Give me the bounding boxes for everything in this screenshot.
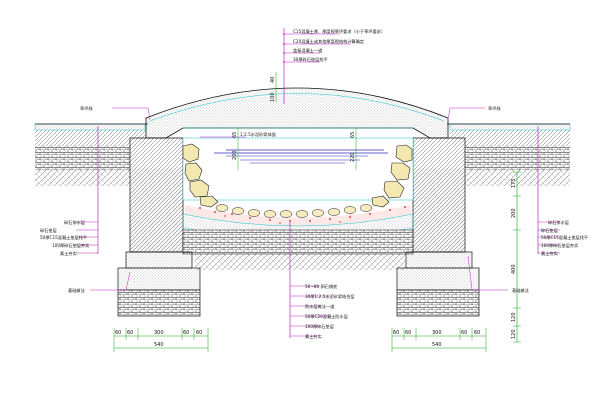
- dim-right-seg-4: 60: [461, 330, 467, 336]
- top-callout-4: 30厚碎石垫层找平: [293, 56, 328, 63]
- water-label-group: 1:2.5水泥砂浆抹面: [200, 131, 276, 138]
- dim-right-120a: 120: [511, 312, 517, 322]
- top-dims: 40 100: [270, 72, 277, 102]
- right-callout-1: 碎石排水层: [548, 219, 569, 226]
- bottom-callout-1: 50~80 卵石铺底: [305, 283, 337, 290]
- edge-left-label: 草坪线: [80, 105, 93, 112]
- channel: [182, 137, 414, 201]
- bottom-dims-right: 60 60 300 60 60 540: [391, 328, 487, 352]
- water-label: 1:2.5水泥砂浆抹面: [240, 131, 276, 138]
- bottom-callout-2: 30厚1:2.5水泥砂浆结合层: [305, 293, 355, 300]
- bottom-callout-3: 防水层做法一道: [305, 303, 335, 310]
- top-callout-2: C20混凝土或其他厚度视结构计算确定: [293, 38, 364, 45]
- dim-left-seg-5: 60: [196, 330, 202, 336]
- dim-right-65: 65: [350, 132, 356, 138]
- top-callout-1: C15混凝土厚、厚度视草坪要求（小于草坪要求）: [293, 28, 385, 35]
- dim-top-40: 40: [270, 77, 276, 83]
- dim-right-120b: 120: [511, 329, 517, 339]
- right-vertical-dims: 175 200 400 120 120: [511, 171, 521, 343]
- footing-right-label: 基础做法: [512, 287, 529, 294]
- channel-base: [182, 213, 414, 270]
- left-callout-3: 50厚C15混凝土垫层找平: [40, 234, 87, 241]
- left-callout-4: 100厚碎石垫层夯实: [52, 242, 89, 249]
- bottom-dims-left: 60 60 300 60 60 540: [113, 328, 209, 352]
- bottom-callouts: 50~80 卵石铺底 30厚1:2.5水泥砂浆结合层 防水层做法一道 50厚C2…: [289, 222, 355, 340]
- dim-left-65: 65: [232, 132, 238, 138]
- dim-right-seg-2: 60: [405, 330, 411, 336]
- right-callout-5: 素土夯实: [541, 250, 558, 257]
- left-callout-1: 碎石排水层: [64, 219, 85, 226]
- dim-right-seg-5: 60: [474, 330, 480, 336]
- dim-left-seg-3: 300: [154, 330, 164, 336]
- bottom-callout-6: 素土夯实: [305, 333, 322, 340]
- right-inner-dims: 65 220: [350, 128, 357, 170]
- dim-left-200: 200: [232, 150, 238, 160]
- footing-labels: 基础做法 基础做法: [68, 255, 529, 294]
- arch-slab: [145, 87, 449, 139]
- left-callouts: 碎石排水层 碎石垫层 50厚C15混凝土垫层找平 100厚碎石垫层夯实 素土夯实: [40, 126, 99, 257]
- dim-right-220: 220: [350, 152, 356, 162]
- dim-right-175: 175: [511, 178, 517, 188]
- edge-right-label: 草坪线: [488, 105, 501, 112]
- footing-left-label: 基础做法: [68, 287, 85, 294]
- ground-left: [34, 123, 148, 186]
- dim-right-seg-3: 300: [432, 330, 442, 336]
- ground-right: [447, 123, 571, 186]
- dim-left-seg-1: 60: [115, 330, 121, 336]
- right-callout-3: 50厚C15混凝土垫层找平: [541, 234, 588, 241]
- boulders-right: [371, 144, 413, 208]
- dim-right-seg-1: 60: [393, 330, 399, 336]
- right-callout-4: 100厚碎石垫层夯实: [541, 242, 578, 249]
- footing-right: [396, 251, 480, 317]
- left-callout-5: 素土夯实: [60, 250, 77, 257]
- dim-left-seg-4: 60: [183, 330, 189, 336]
- dim-left-total: 540: [154, 342, 164, 348]
- dim-right-200: 200: [511, 208, 517, 218]
- wall-right: [412, 137, 466, 253]
- left-callout-2: 碎石垫层: [40, 227, 57, 234]
- dim-left-seg-2: 60: [127, 330, 133, 336]
- gravel-bed: [185, 204, 411, 226]
- bottom-callout-4: 50厚C20混凝土防水层: [305, 313, 348, 320]
- wall-left: [129, 137, 184, 253]
- left-inner-dims: 65 200: [232, 128, 239, 170]
- right-callouts: 碎石排水层 碎石垫层 50厚C15混凝土垫层找平 100厚碎石垫层夯实 素土夯实: [537, 126, 588, 257]
- boulders-left: [182, 143, 219, 208]
- dim-top-100: 100: [270, 92, 276, 102]
- top-callout-group: C15混凝土厚、厚度视草坪要求（小于草坪要求） C20混凝土或其他厚度视结构计算…: [283, 28, 385, 104]
- right-callout-2: 碎石垫层: [541, 227, 558, 234]
- top-callout-3: 盖板混凝土一道: [293, 47, 323, 54]
- bottom-callout-5: 100厚碎石垫层: [305, 323, 334, 330]
- dim-right-400: 400: [511, 264, 517, 274]
- edge-labels: 草坪线 草坪线: [80, 105, 501, 121]
- dim-right-total: 540: [432, 342, 442, 348]
- footing-left: [117, 251, 201, 317]
